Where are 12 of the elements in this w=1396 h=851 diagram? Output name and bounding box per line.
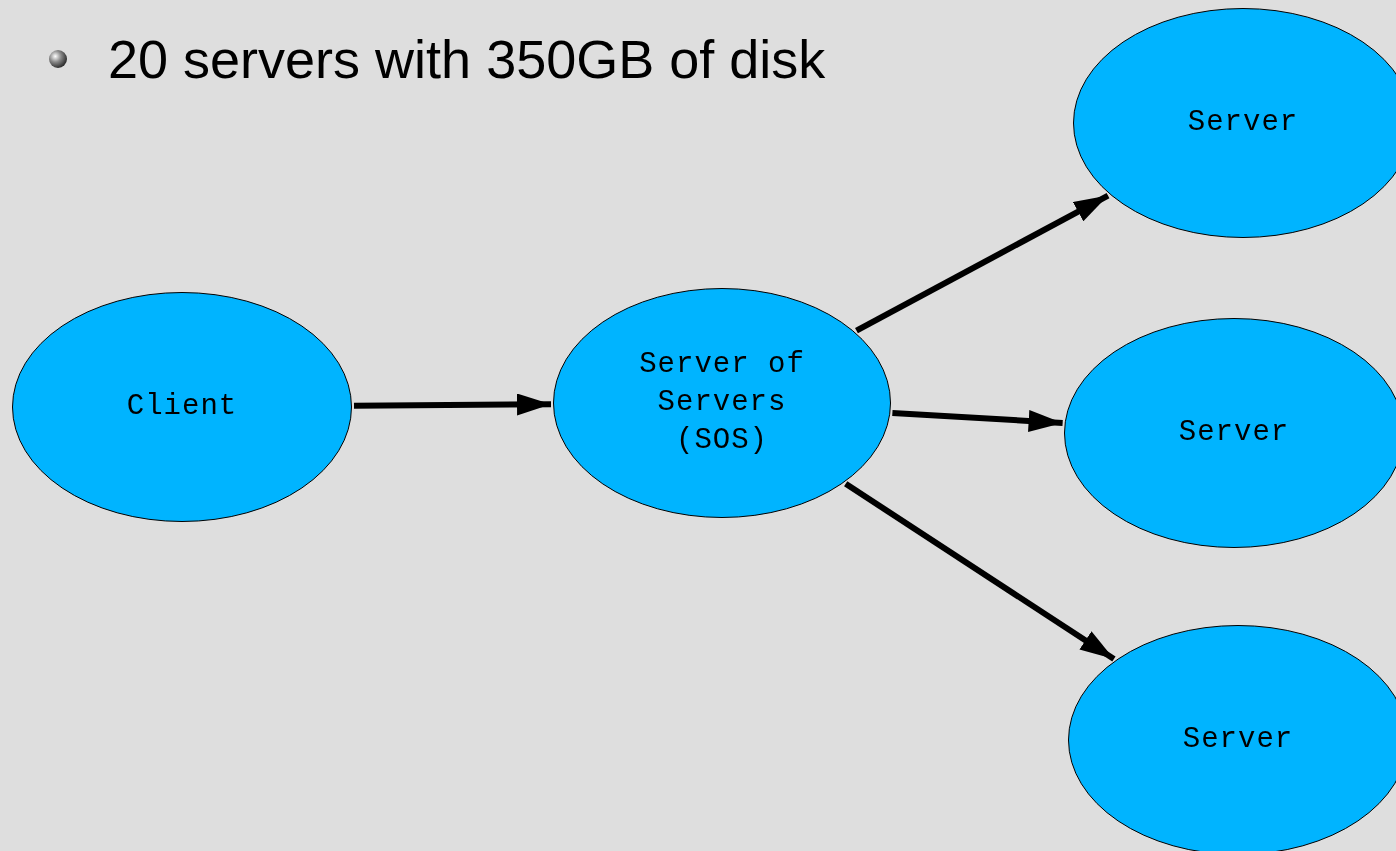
bullet-text: 20 servers with 350GB of disk — [108, 32, 826, 86]
arrow — [353, 393, 552, 416]
ellipse-node — [12, 292, 352, 522]
node-label: Server — [1187, 105, 1299, 142]
node-label: Server — [1178, 415, 1290, 452]
node-label: Client — [126, 389, 238, 426]
ellipse-node — [553, 288, 891, 518]
arrow — [844, 481, 1116, 662]
node-label: Server of Servers (SOS) — [638, 347, 806, 459]
arrow — [855, 192, 1110, 334]
node-label: Server — [1182, 722, 1294, 759]
arrow — [892, 410, 1063, 432]
